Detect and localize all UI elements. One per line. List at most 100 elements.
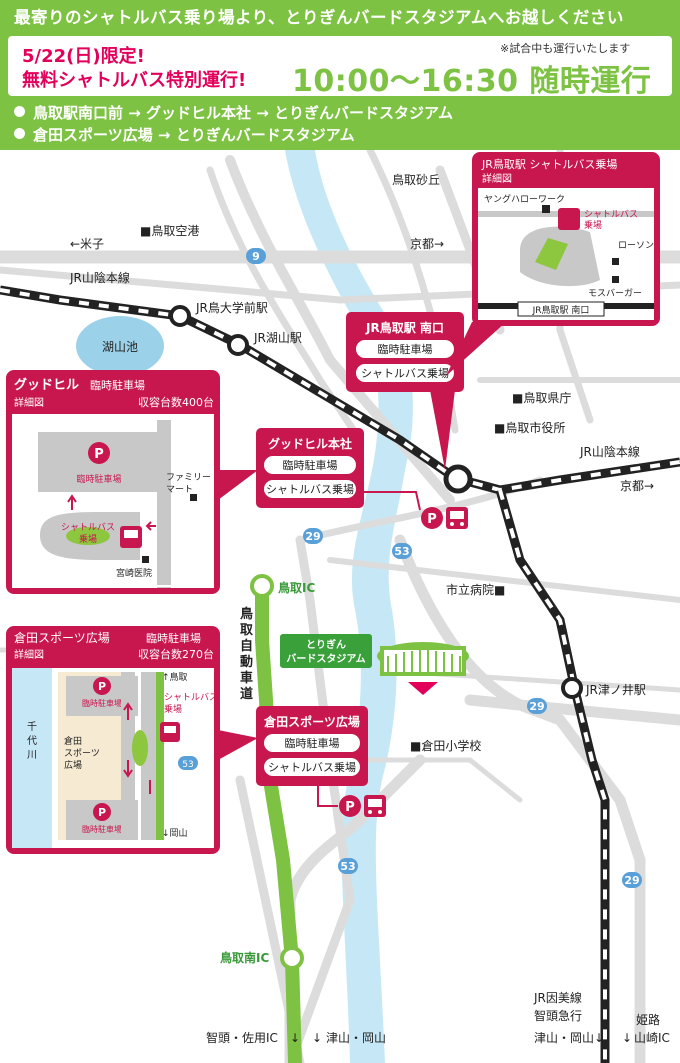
operating-hours: 10:00〜16:30 随時運行 (292, 64, 652, 99)
stadium-label-line2: バードスタジアム (286, 653, 365, 665)
label-kurata-elementary: ■倉田小学校 (410, 738, 481, 753)
svg-text:29: 29 (624, 874, 639, 887)
label-tottori-pref: ■鳥取県庁 (512, 390, 571, 405)
label-himeji: 姫路 (636, 1012, 660, 1027)
inset-kurata-subtitle: 詳細図 (14, 648, 44, 661)
svg-text:P: P (98, 806, 106, 819)
label-tottori-sakyu: 鳥取砂丘 (392, 172, 440, 187)
callout-station-line1: 臨時駐車場 (378, 342, 433, 356)
inset-kurata-route53: 53 (182, 760, 193, 770)
svg-text:9: 9 (252, 250, 260, 263)
date-limited: 5/22(日)限定! (22, 46, 145, 67)
inset-goodhill-familymart-2: マート (166, 485, 193, 495)
station-tsunoi (561, 677, 583, 699)
inset-station: JR鳥取駅 シャトルバス乗場 詳細図 ヤングハローワーク シャトルバス 乗場 ロ… (446, 152, 660, 376)
callout-kurata-title: 倉田スポーツ広場 (263, 714, 360, 729)
inset-goodhill: グッドヒル 臨時駐車場 詳細図 収容台数400台 P 臨時駐車場 シャトルバス … (6, 370, 258, 594)
down-arrow-left-icon: ↓ (290, 1031, 300, 1045)
callout-station: JR鳥取駅 南口 臨時駐車場 シャトルバス乗場 (346, 312, 464, 470)
goodhill-parking-icon: P (421, 507, 468, 529)
label-tottori-ic: 鳥取IC (278, 580, 315, 595)
callout-kurata-line2: シャトルバス乗場 (268, 761, 356, 774)
inset-kurata-plaza-3: 広場 (64, 759, 82, 771)
inset-goodhill-subtitle: 詳細図 (14, 396, 44, 409)
svg-text:29: 29 (529, 700, 544, 713)
inset-kurata-okayama-dir: ↓岡山 (162, 828, 188, 839)
inset-kurata-tottori-dir: ↑鳥取 (162, 671, 188, 683)
svg-text:P: P (345, 800, 355, 815)
tottori-minami-ic-marker (280, 946, 304, 970)
svg-text:53: 53 (394, 545, 409, 558)
svg-text:29: 29 (305, 530, 320, 543)
inset-goodhill-title: グッドヒル (14, 377, 79, 393)
label-jr-inbi: JR因美線 (533, 990, 582, 1005)
station-koyama (227, 334, 249, 356)
callout-goodhill-line1: 臨時駐車場 (283, 458, 338, 472)
inset-kurata-river-2: 代 (27, 735, 37, 747)
callout-goodhill-line2: シャトルバス乗場 (266, 483, 354, 496)
callout-station-line2: シャトルバス乗場 (361, 367, 449, 380)
free-shuttle-title: 無料シャトルバス特別運行! (22, 70, 247, 91)
inset-kurata-shuttle-2: 乗場 (164, 703, 182, 715)
label-jr-tottori-univ: JR鳥大学前駅 (195, 300, 268, 315)
inset-kurata-title: 倉田スポーツ広場 (14, 630, 110, 645)
lake-koyama (76, 316, 164, 376)
down-arrow-far-icon: ↓ (622, 1031, 632, 1045)
label-yamazaki-ic: 山崎IC (634, 1031, 670, 1045)
inset-station-shuttle-2: 乗場 (584, 219, 602, 231)
inset-station-young-hellowork: ヤングハローワーク (484, 193, 565, 205)
svg-text:53: 53 (340, 860, 355, 873)
inset-kurata-shuttle-1: シャトルバス (164, 692, 218, 703)
down-arrow-mid-icon: ↓ (312, 1031, 322, 1045)
label-expressway: 鳥取自動車道 (240, 606, 254, 702)
route-text-1: 鳥取駅南口前 → グッドヒル本社 → とりぎんバードスタジアム (33, 104, 453, 122)
header-headline: 最寄りのシャトルバス乗り場より、とりぎんバードスタジアムへお越しください (14, 8, 624, 27)
callout-station-title: JR鳥取駅 南口 (365, 320, 444, 335)
kurata-parking-icon: P (339, 795, 386, 817)
station-tottori (443, 464, 473, 494)
inset-station-mos: モスバーガー (588, 288, 642, 299)
inset-station-lawson: ローソン (618, 241, 654, 251)
inset-goodhill-miyazaki: 宮崎医院 (116, 567, 152, 579)
inset-kurata-title-suffix: 臨時駐車場 (146, 631, 201, 645)
label-tottori-minami-ic: 鳥取南IC (220, 950, 269, 965)
label-chizu-kyuko: 智頭急行 (534, 1008, 582, 1023)
inset-kurata-plaza-2: スポーツ (64, 748, 100, 759)
header-banner: 最寄りのシャトルバス乗り場より、とりぎんバードスタジアムへお越しください 5/2… (0, 0, 680, 150)
inset-goodhill-title-suffix: 臨時駐車場 (90, 378, 145, 392)
label-tsuyama-okayama-right: 津山・岡山 (534, 1031, 594, 1045)
station-tottori-univ (169, 305, 191, 327)
callout-kurata: 倉田スポーツ広場 臨時駐車場 シャトルバス乗場 (256, 706, 368, 807)
label-city-hospital: 市立病院■ (446, 582, 505, 597)
inset-kurata-river-3: 川 (27, 750, 37, 761)
label-kyoto-top: 京都→ (410, 237, 444, 251)
label-yonago: ←米子 (70, 237, 104, 251)
during-game-note: ※試合中も運行いたします (500, 42, 631, 55)
inset-station-subtitle: 詳細図 (482, 172, 512, 185)
route-shields: 9 29 53 29 53 29 (246, 248, 642, 888)
inset-kurata-parking-a: 臨時駐車場 (82, 698, 122, 708)
label-koyama-ike: 湖山池 (102, 339, 138, 354)
svg-text:P: P (427, 512, 437, 527)
label-kyoto-right: 京都→ (620, 479, 654, 493)
header-info-box (8, 36, 672, 96)
callout-goodhill: グッドヒル本社 臨時駐車場 シャトルバス乗場 (256, 428, 421, 511)
route-text-2: 倉田スポーツ広場 → とりぎんバードスタジアム (33, 126, 355, 144)
label-tsuyama-okayama-mid: 津山・岡山 (326, 1031, 386, 1045)
route-line-1: 鳥取駅南口前 → グッドヒル本社 → とりぎんバードスタジアム (14, 102, 453, 123)
stadium-icon (377, 642, 469, 695)
svg-text:P: P (98, 680, 106, 693)
inset-kurata: 倉田スポーツ広場 臨時駐車場 詳細図 収容台数270台 千 代 川 P 臨時駐車… (6, 626, 258, 854)
route-line-2: 倉田スポーツ広場 → とりぎんバードスタジアム (14, 124, 355, 145)
down-arrow-right-icon: ↓ (594, 1031, 604, 1045)
inset-kurata-parking-b: 臨時駐車場 (82, 824, 122, 834)
svg-text:P: P (94, 447, 104, 462)
inset-goodhill-parking: 臨時駐車場 (76, 473, 121, 485)
inset-kurata-capacity: 収容台数270台 (138, 647, 214, 661)
inset-station-title: JR鳥取駅 シャトルバス乗場 (481, 157, 617, 171)
label-jr-sanin-left: JR山陰本線 (69, 270, 130, 285)
inset-goodhill-shuttle-1: シャトルバス (61, 522, 115, 533)
inset-goodhill-capacity: 収容台数400台 (138, 395, 214, 409)
